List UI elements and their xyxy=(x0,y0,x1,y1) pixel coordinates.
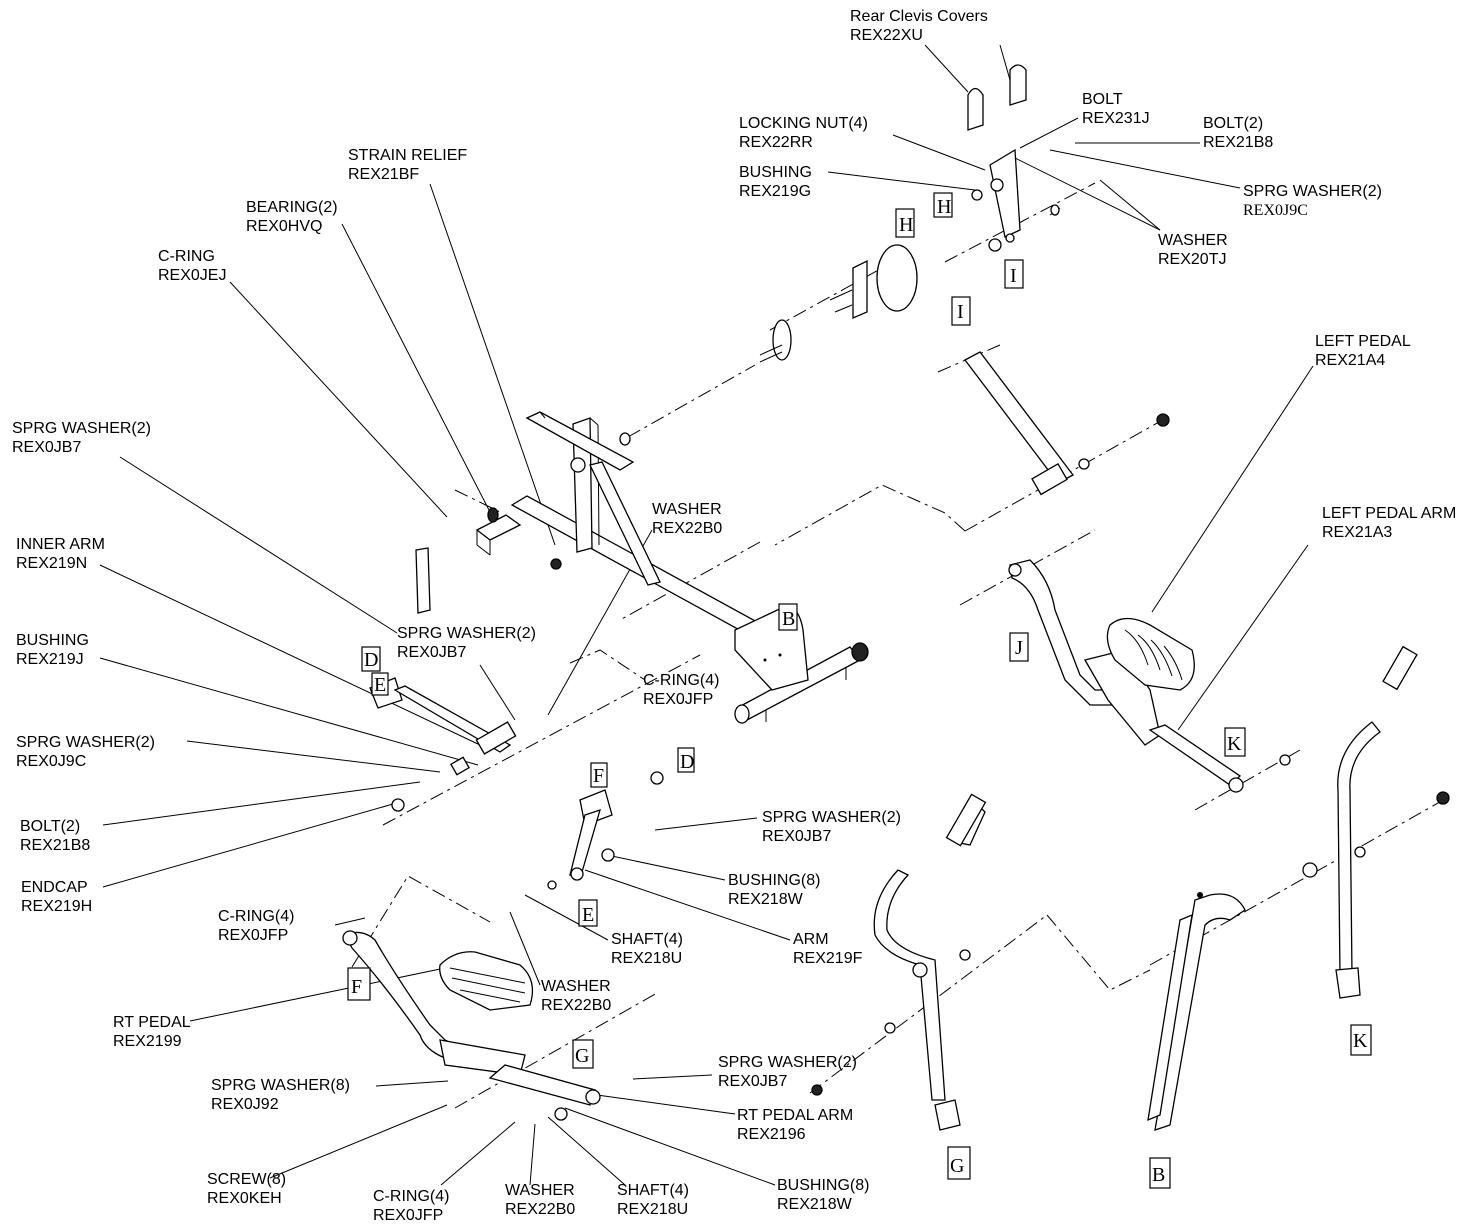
inner-arm-part xyxy=(369,547,517,812)
right-arm-upper xyxy=(964,351,1170,496)
tag-g-bottom: G xyxy=(947,1146,971,1180)
tag-h-top: H xyxy=(895,208,915,238)
svg-text:D: D xyxy=(680,751,694,773)
rear-upright-b xyxy=(1147,892,1246,1131)
rt-pedal-arm-part xyxy=(342,930,601,1121)
label-c-ring-mid: C-RING(4)REX0JFP xyxy=(643,672,720,708)
tag-i-top: I xyxy=(1004,259,1024,289)
label-c-ring-left: C-RING(4)REX0JFP xyxy=(218,908,295,944)
left-pedal-arm-part xyxy=(1008,559,1291,793)
label-bolt2-top: BOLT(2)REX21B8 xyxy=(1203,115,1274,151)
label-sprg-washer-rt: SPRG WASHER(2)REX0JB7 xyxy=(718,1054,857,1090)
handlebar-g xyxy=(811,793,987,1131)
letter-tags: H H I I B D E J F D K F E G K G B xyxy=(347,192,1372,1189)
left-pedal-part xyxy=(1106,617,1195,691)
svg-text:H: H xyxy=(899,214,913,236)
svg-text:E: E xyxy=(374,674,386,696)
svg-text:F: F xyxy=(351,976,362,998)
svg-text:B: B xyxy=(782,608,795,630)
label-screw8: SCREW(8)REX0KEH xyxy=(207,1171,287,1207)
svg-text:D: D xyxy=(364,649,378,671)
svg-text:B: B xyxy=(1152,1164,1165,1186)
tag-e-left: E xyxy=(371,672,389,696)
tag-k-far: K xyxy=(1350,1024,1372,1056)
label-sprg-washer-top: SPRG WASHER(2)REX0J9C xyxy=(1243,183,1382,219)
tag-f-mid: F xyxy=(590,762,608,788)
svg-text:G: G xyxy=(575,1045,589,1067)
rt-pedal-part xyxy=(439,951,534,1011)
label-shaft-mid: SHAFT(4)REX218U xyxy=(611,931,683,967)
leader-lines xyxy=(99,44,1314,1186)
svg-text:E: E xyxy=(582,904,594,926)
label-bolt2-left: BOLT(2)REX21B8 xyxy=(20,818,91,854)
svg-text:G: G xyxy=(950,1155,964,1177)
label-sprg-washer-arm: SPRG WASHER(2)REX0JB7 xyxy=(762,809,901,845)
tag-h-left: H xyxy=(933,192,953,218)
label-bushing8-arm: BUSHING(8)REX218W xyxy=(728,872,821,908)
handlebar-k xyxy=(1302,645,1450,999)
label-bushing8-bottom: BUSHING(8)REX218W xyxy=(777,1177,870,1213)
tag-b-mid: B xyxy=(778,603,798,631)
tag-k-right: K xyxy=(1224,727,1246,757)
svg-text:J: J xyxy=(1015,637,1023,659)
tag-g-rt: G xyxy=(572,1039,594,1069)
label-c-ring-bottom: C-RING(4)REX0JFP xyxy=(373,1188,450,1224)
tag-j: J xyxy=(1009,632,1029,662)
tag-i-mid: I xyxy=(951,296,971,326)
tag-d-mid: D xyxy=(677,747,695,773)
crank-assembly xyxy=(759,244,918,363)
tag-b-bottom: B xyxy=(1149,1157,1171,1189)
label-sprg-washer-left: SPRG WASHER(2)REX0JB7 xyxy=(12,420,151,456)
label-sprg-washer8: SPRG WASHER(8)REX0J92 xyxy=(211,1077,350,1113)
label-bearing: BEARING(2)REX0HVQ xyxy=(246,199,338,235)
label-shaft-bottom: SHAFT(4)REX218U xyxy=(617,1182,689,1218)
svg-text:I: I xyxy=(957,301,964,323)
tag-d-left: D xyxy=(361,646,381,672)
tag-e-mid: E xyxy=(578,899,598,927)
rear-clevis-assembly xyxy=(967,64,1061,252)
label-locking-nut: LOCKING NUT(4)REX22RR xyxy=(739,115,868,151)
label-sprg-washer-left2: SPRG WASHER(2)REX0J9C xyxy=(16,734,155,770)
svg-text:H: H xyxy=(937,196,951,218)
label-sprg-washer-mid: SPRG WASHER(2)REX0JB7 xyxy=(397,625,536,661)
arm-part xyxy=(547,771,664,890)
main-frame xyxy=(475,411,869,724)
svg-text:K: K xyxy=(1227,733,1242,755)
svg-text:K: K xyxy=(1353,1030,1368,1052)
svg-text:F: F xyxy=(593,765,604,787)
tag-f-left: F xyxy=(347,967,371,1001)
svg-text:I: I xyxy=(1010,265,1017,287)
